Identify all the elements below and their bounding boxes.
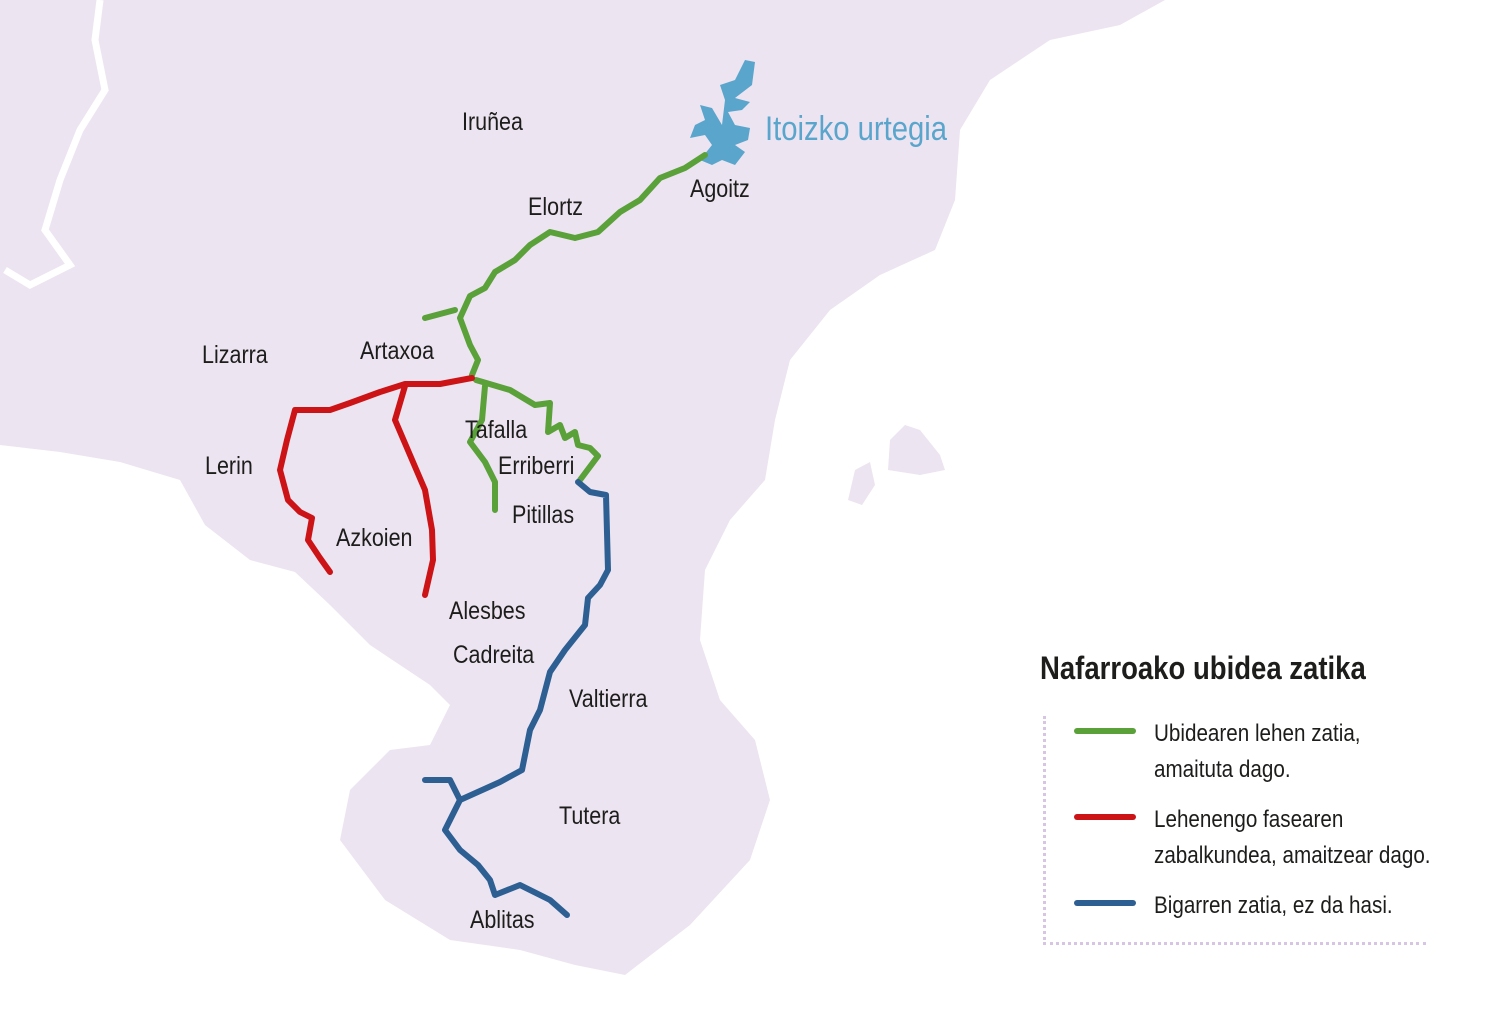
blue-canal-section: [422, 479, 611, 918]
legend-text: zabalkundea, amaitzear dago.: [1154, 842, 1431, 869]
place-label: Lerin: [205, 452, 253, 480]
place-label: Alesbes: [449, 597, 526, 625]
legend-text: Bigarren zatia, ez da hasi.: [1154, 892, 1393, 919]
island: [888, 425, 945, 475]
legend-item-red: Lehenengo fasearen zabalkundea, amaitzear…: [1074, 802, 1476, 874]
province-border: [3, 0, 109, 289]
place-label: Cadreita: [453, 641, 535, 669]
place-label: Artaxoa: [360, 337, 435, 365]
place-label: Lizarra: [202, 341, 268, 369]
blue-line-swatch: [1074, 900, 1136, 906]
legend-item-blue: Bigarren zatia, ez da hasi.: [1074, 888, 1432, 924]
legend-title: Nafarroako ubidea zatika: [1040, 650, 1366, 686]
place-label: Pitillas: [512, 501, 575, 529]
place-label: Iruñea: [462, 108, 523, 136]
place-label: Erriberri: [498, 452, 575, 480]
legend-text: Lehenengo fasearen: [1154, 806, 1344, 833]
lake-itoiz: [690, 60, 755, 165]
place-label: Agoitz: [690, 175, 750, 203]
green-canal-section: [422, 152, 708, 513]
place-label: Valtierra: [569, 685, 648, 713]
lake-label: Itoizko urtegia: [765, 110, 948, 148]
place-label: Elortz: [528, 193, 583, 221]
legend-text: Ubidearen lehen zatia,: [1154, 720, 1361, 747]
place-label: Tutera: [559, 802, 621, 830]
green-line-swatch: [1074, 728, 1136, 734]
island: [848, 462, 875, 505]
red-line-swatch: [1074, 814, 1136, 820]
red-canal-section: [277, 375, 475, 598]
legend-item-green: Ubidearen lehen zatia, amaituta dago.: [1074, 716, 1394, 788]
legend: Nafarroako ubidea zatika Ubidearen lehen…: [1040, 650, 1440, 945]
legend-text: amaituta dago.: [1154, 756, 1291, 783]
place-label: Ablitas: [470, 906, 535, 934]
place-label: Azkoien: [336, 524, 413, 552]
legend-frame: Ubidearen lehen zatia, amaituta dago. Leh…: [1043, 716, 1431, 945]
place-label: Tafalla: [465, 416, 528, 444]
